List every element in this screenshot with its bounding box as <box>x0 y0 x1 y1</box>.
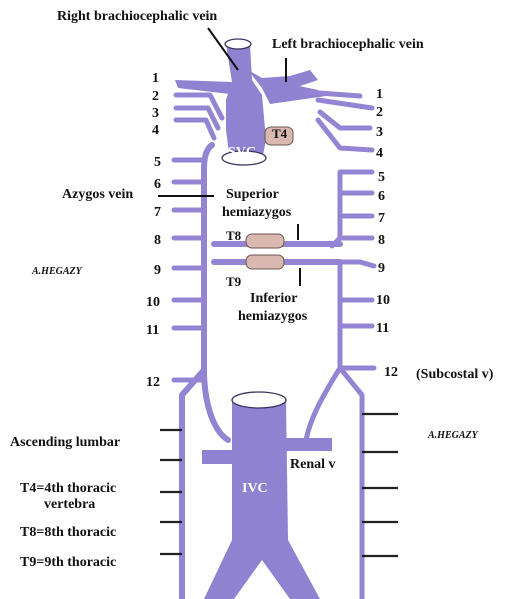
legend-t9: T9=9th thoracic <box>20 555 116 570</box>
legend-t8: T8=8th thoracic <box>20 525 116 540</box>
right-number: 10 <box>376 293 390 308</box>
superior-hemiazygos-label-2: hemiazygos <box>222 205 292 220</box>
left-number: 6 <box>154 177 161 192</box>
left-number: 1 <box>152 71 159 86</box>
t8-vertebra <box>246 234 284 248</box>
legend-t4-line1: T4=4th thoracic <box>20 481 116 496</box>
azygos-label: Azygos vein <box>62 187 133 202</box>
left-number: 3 <box>152 106 159 121</box>
signature-right: A.HEGAZY <box>427 430 479 441</box>
subcostal-label: (Subcostal v) <box>416 367 494 382</box>
ivc-opening <box>232 392 286 408</box>
signature-left: A.HEGAZY <box>31 266 83 277</box>
left-number: 12 <box>146 375 160 390</box>
t4-label: T4 <box>272 126 288 141</box>
t9-vertebra <box>246 255 284 269</box>
left-number: 5 <box>154 155 161 170</box>
left-brachiocephalic-label: Left brachiocephalic vein <box>272 37 424 52</box>
left-number-labels: 1 2 3 4 5 6 7 8 9 10 11 12 <box>146 71 161 390</box>
right-brachiocephalic-label: Right brachiocephalic vein <box>57 9 217 24</box>
right-number: 4 <box>376 146 383 161</box>
right-number: 8 <box>378 233 385 248</box>
right-number: 7 <box>378 211 385 226</box>
right-number: 6 <box>378 189 385 204</box>
right-number: 11 <box>376 321 389 336</box>
inferior-hemiazygos-label-1: Inferior <box>250 291 297 306</box>
right-number: 5 <box>378 170 385 185</box>
left-number: 11 <box>146 323 159 338</box>
t9-label: T9 <box>226 274 242 289</box>
ascending-lumbar-label: Ascending lumbar <box>10 435 120 450</box>
left-tributaries <box>160 95 222 554</box>
left-number: 7 <box>154 205 161 220</box>
right-upper-branch <box>175 80 232 94</box>
legend-t4-line2: vertebra <box>44 497 95 512</box>
left-renal-vein <box>284 438 332 451</box>
right-number: 12 <box>384 365 398 380</box>
ivc-label: IVC <box>242 481 268 496</box>
left-number: 8 <box>154 233 161 248</box>
left-number: 2 <box>152 89 159 104</box>
right-renal-vein <box>202 450 236 464</box>
right-number: 3 <box>376 125 383 140</box>
left-number: 10 <box>146 295 160 310</box>
svc-opening <box>225 39 251 49</box>
left-number: 4 <box>152 123 159 138</box>
right-number: 2 <box>376 105 383 120</box>
inferior-hemiazygos-label-2: hemiazygos <box>238 309 308 324</box>
right-number: 1 <box>376 87 383 102</box>
renal-vein-label: Renal v <box>290 457 336 472</box>
svc-label: SVC <box>228 145 256 160</box>
t8-label: T8 <box>226 228 242 243</box>
right-number: 9 <box>378 261 385 276</box>
left-number: 9 <box>154 263 161 278</box>
superior-hemiazygos-label-1: Superior <box>226 187 279 202</box>
right-number-labels: 1 2 3 4 5 6 7 8 9 10 11 12 <box>376 87 398 380</box>
